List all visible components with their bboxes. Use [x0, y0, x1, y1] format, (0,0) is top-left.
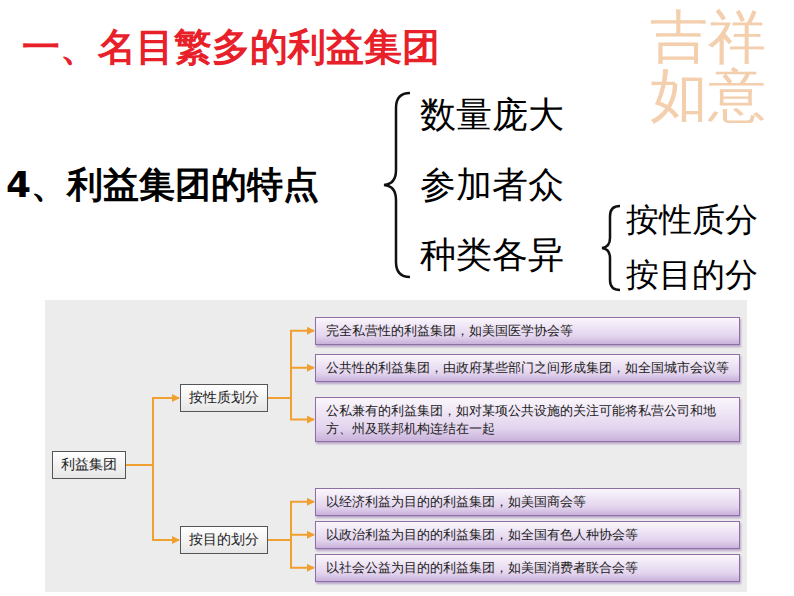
point-heading: 4、利益集团的特点	[6, 164, 319, 205]
category-band: 以社会公益为目的的利益集团，如美国消费者联合会等	[315, 554, 740, 582]
category-band: 公私兼有的利益集团，如对某项公共设施的关注可能将私营公司和地方、州及联邦机构连结…	[315, 397, 740, 442]
connector-arrow	[126, 398, 179, 465]
category-band: 以政治利益为目的的利益集团，如全国有色人种协会等	[315, 521, 740, 549]
node-text: 按性质划分	[189, 389, 259, 407]
branch-box: 按性质划分	[180, 384, 268, 412]
node-text: 公私兼有的利益集团，如对某项公共设施的关注可能将私营公司和地方、州及联邦机构连结…	[326, 402, 729, 437]
watermark: 吉祥如意	[650, 8, 769, 124]
connector-arrow	[268, 368, 314, 398]
connector-arrow	[268, 331, 314, 398]
connector-arrow	[268, 540, 314, 568]
root-box: 利益集团	[52, 451, 126, 479]
feature-item: 参加者众	[420, 164, 564, 205]
feature-item: 种类各异	[420, 234, 564, 275]
connector-arrow	[268, 398, 314, 420]
node-text: 以社会公益为目的的利益集团，如美国消费者联合会等	[326, 559, 729, 577]
category-band: 以经济利益为目的的利益集团，如美国商会等	[315, 488, 740, 516]
diagram-ground	[45, 300, 747, 592]
feature-item: 数量庞大	[420, 94, 564, 135]
node-text: 按目的划分	[189, 531, 259, 549]
node-text: 利益集团	[61, 456, 117, 474]
category-item: 按目的分	[626, 256, 758, 294]
category-band: 公共性的利益集团，由政府某些部门之间形成集团，如全国城市会议等	[315, 354, 740, 382]
connector-arrow	[268, 502, 314, 540]
brace	[384, 93, 410, 277]
node-text: 完全私营性的利益集团，如美国医学协会等	[326, 322, 729, 340]
brace	[602, 206, 620, 290]
slide-title: 一、名目繁多的利益集团	[22, 26, 440, 70]
category-band: 完全私营性的利益集团，如美国医学协会等	[315, 317, 740, 345]
category-item: 按性质分	[626, 201, 758, 239]
node-text: 以政治利益为目的的利益集团，如全国有色人种协会等	[326, 526, 729, 544]
connector-arrow	[126, 465, 179, 540]
branch-box: 按目的划分	[180, 526, 268, 554]
node-text: 公共性的利益集团，由政府某些部门之间形成集团，如全国城市会议等	[326, 359, 729, 377]
node-text: 以经济利益为目的的利益集团，如美国商会等	[326, 493, 729, 511]
